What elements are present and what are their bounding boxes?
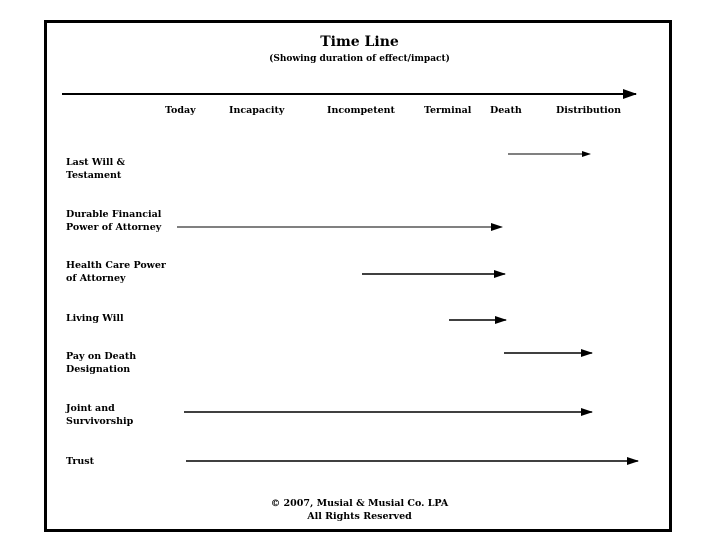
row-label-pay-on-death: Pay on Death Designation [66, 350, 176, 376]
row-label-last-will: Last Will & Testament [66, 156, 176, 182]
stage-death: Death [490, 105, 522, 116]
row-label-line: Survivorship [66, 416, 134, 427]
row-label-line: Last Will & [66, 157, 126, 168]
diagram-subtitle: (Showing duration of effect/impact) [269, 54, 450, 64]
stage-distribution: Distribution [556, 105, 621, 116]
diagram-frame [44, 20, 672, 532]
row-label-trust: Trust [66, 455, 176, 468]
stage-today: Today [165, 105, 196, 116]
row-label-line: Joint and [66, 403, 115, 414]
row-label-line: Pay on Death [66, 351, 137, 362]
row-label-line: Designation [66, 364, 131, 375]
rights-reserved: All Rights Reserved [307, 511, 412, 522]
stage-incapacity: Incapacity [229, 105, 285, 116]
stage-terminal: Terminal [424, 105, 472, 116]
copyright-notice: © 2007, Musial & Musial Co. LPA [270, 498, 449, 509]
diagram-title: Time Line [320, 34, 399, 50]
row-label-line: Testament [66, 170, 122, 181]
row-label-durable-financial-poa: Durable Financial Power of Attorney [66, 208, 176, 234]
row-label-line: Power of Attorney [66, 222, 162, 233]
row-label-living-will: Living Will [66, 312, 176, 325]
row-label-line: Health Care Power [66, 260, 166, 271]
stage-incompetent: Incompetent [327, 105, 395, 116]
row-label-line: of Attorney [66, 273, 126, 284]
row-label-joint-survivorship: Joint and Survivorship [66, 402, 176, 428]
row-label-health-care-poa: Health Care Power of Attorney [66, 259, 176, 285]
row-label-line: Durable Financial [66, 209, 162, 220]
row-label-line: Living Will [66, 313, 124, 324]
row-label-line: Trust [66, 456, 95, 467]
